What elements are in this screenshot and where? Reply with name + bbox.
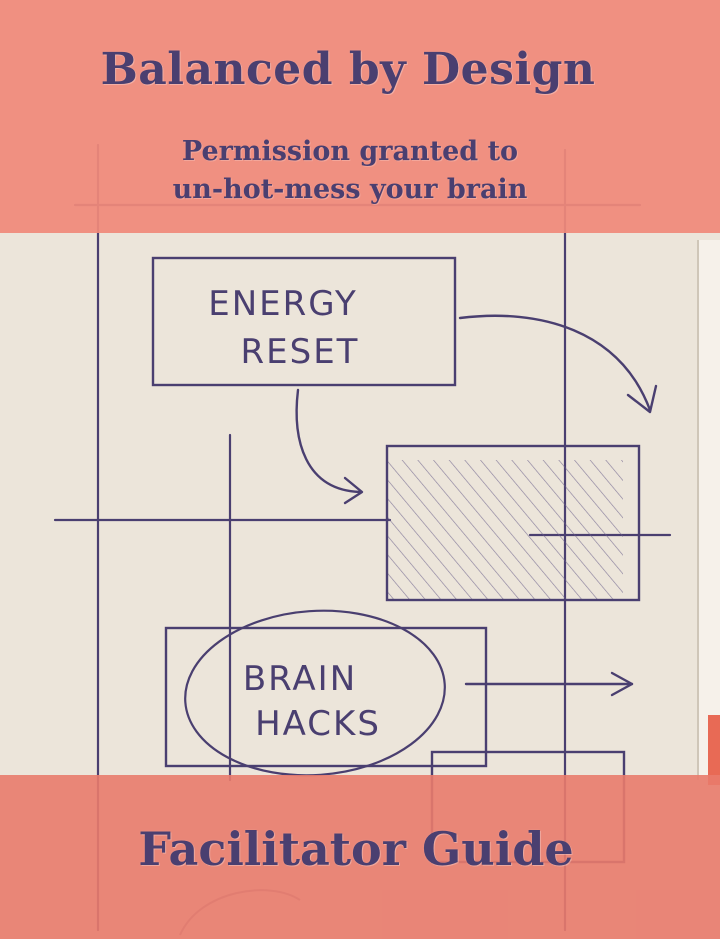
energy-reset-box — [151, 256, 457, 387]
cover-title: Balanced by Design — [100, 44, 596, 95]
brain-hacks-line2: HACKS — [255, 704, 381, 744]
hatched-box — [385, 444, 641, 602]
header-band — [0, 0, 720, 233]
energy-reset-line1: ENERGY — [208, 284, 357, 324]
hatched-area — [388, 460, 623, 600]
brain-hacks-circle — [184, 609, 446, 777]
cover-subtitle-line1: Permission granted to — [181, 136, 519, 167]
energy-reset-line2: RESET — [241, 332, 360, 372]
sketch-arrows — [295, 314, 658, 697]
cover-subtitle-line2: un-hot-mess your brain — [172, 174, 528, 205]
brain-hacks-line1: BRAIN — [243, 659, 357, 699]
footer-band — [0, 775, 720, 939]
page-edge — [698, 240, 720, 780]
brain-hacks-box — [164, 626, 488, 768]
footer-title: Facilitator Guide — [138, 822, 574, 876]
